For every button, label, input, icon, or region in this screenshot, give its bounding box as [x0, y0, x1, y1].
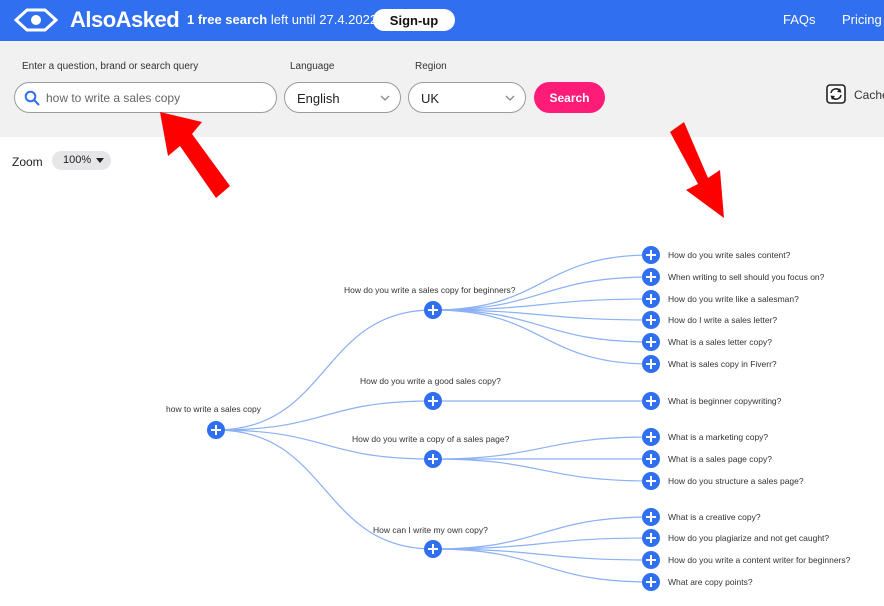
expand-plus-icon[interactable]	[642, 290, 660, 308]
language-label: Language	[290, 61, 335, 72]
expand-plus-icon[interactable]	[642, 551, 660, 569]
connector-b0-c0	[432, 254, 652, 311]
connector-root-b1	[215, 400, 434, 431]
tree-root-label: how to write a sales copy	[166, 404, 261, 414]
connector-root-b0	[215, 309, 434, 431]
child-question-label: What is a marketing copy?	[668, 432, 769, 442]
red-arrow-icon	[670, 122, 724, 218]
top-bar: AlsoAsked 1 free search left until 27.4.…	[0, 0, 884, 41]
branch-question-label: How can I write my own copy?	[373, 525, 488, 535]
child-question-label: What is a sales page copy?	[668, 454, 772, 464]
chevron-down-icon	[380, 95, 390, 101]
search-input[interactable]: how to write a sales copy	[14, 82, 277, 113]
child-question-label: How do I write a sales letter?	[668, 315, 778, 325]
region-select[interactable]: UK	[408, 82, 526, 113]
cache-refresh-icon[interactable]	[826, 84, 846, 104]
query-label: Enter a question, brand or search query	[22, 61, 199, 72]
child-question-label: When writing to sell should you focus on…	[668, 272, 825, 282]
nav-faqs-link[interactable]: FAQs	[783, 12, 816, 27]
expand-plus-icon[interactable]	[642, 355, 660, 373]
child-question-label: How do you write sales content?	[668, 250, 791, 260]
connector-b0-c2	[432, 298, 652, 311]
search-button[interactable]: Search	[534, 82, 605, 113]
expand-plus-icon[interactable]	[642, 311, 660, 329]
child-question-label: What are copy points?	[668, 577, 753, 587]
language-value: English	[297, 91, 340, 106]
region-value: UK	[421, 91, 440, 106]
connector-root-b3	[215, 429, 434, 550]
branch-question-label: How do you write a good sales copy?	[360, 376, 501, 386]
connector-b0-c4	[432, 309, 652, 343]
child-question-label: How do you write like a salesman?	[668, 294, 799, 304]
connector-b2-c2	[432, 458, 652, 482]
expand-plus-icon[interactable]	[642, 268, 660, 286]
language-select[interactable]: English	[284, 82, 401, 113]
connector-b0-c5	[432, 309, 652, 365]
branch-question-label: How do you write a copy of a sales page?	[352, 434, 510, 444]
nav-pricing-link[interactable]: Pricing	[842, 12, 882, 27]
expand-plus-icon[interactable]	[642, 428, 660, 446]
zoom-select[interactable]: 100%	[52, 151, 111, 170]
child-question-label: What is sales copy in Fiverr?	[668, 359, 777, 369]
child-question-label: What is a sales letter copy?	[668, 337, 772, 347]
region-label: Region	[415, 61, 447, 72]
expand-plus-icon[interactable]	[642, 472, 660, 490]
connector-b0-c3	[432, 309, 652, 321]
free-search-expiry: left until 27.4.2022	[267, 12, 378, 27]
child-question-label: How do you plagiarize and not get caught…	[668, 533, 830, 543]
cache-label[interactable]: Cache	[854, 88, 884, 102]
expand-plus-icon[interactable]	[642, 333, 660, 351]
chevron-down-icon	[505, 95, 515, 101]
connector-b0-c1	[432, 276, 652, 311]
expand-plus-icon[interactable]	[642, 529, 660, 547]
connector-b3-c1	[432, 537, 652, 550]
zoom-value: 100%	[63, 154, 92, 166]
expand-plus-icon[interactable]	[424, 540, 442, 558]
expand-plus-icon[interactable]	[207, 421, 225, 439]
connector-b2-c0	[432, 436, 652, 460]
expand-plus-icon[interactable]	[642, 573, 660, 591]
expand-plus-icon[interactable]	[642, 508, 660, 526]
expand-plus-icon[interactable]	[642, 392, 660, 410]
caret-down-icon	[96, 158, 104, 163]
expand-plus-icon[interactable]	[424, 392, 442, 410]
expand-plus-icon[interactable]	[642, 246, 660, 264]
connector-b3-c2	[432, 548, 652, 561]
free-search-notice: 1 free search left until 27.4.2022	[187, 12, 377, 27]
connector-b3-c0	[432, 516, 652, 550]
child-question-label: What is a creative copy?	[668, 512, 761, 522]
child-question-label: How do you structure a sales page?	[668, 476, 804, 486]
search-input-value: how to write a sales copy	[46, 91, 181, 105]
child-question-label: How do you write a content writer for be…	[668, 555, 851, 565]
signup-button[interactable]: Sign-up	[373, 9, 455, 31]
free-search-count: 1 free search	[187, 12, 268, 27]
red-arrow-icon	[160, 112, 230, 198]
connector-b3-c3	[432, 548, 652, 583]
zoom-label: Zoom	[12, 155, 43, 169]
alsoasked-logo-icon[interactable]	[14, 8, 58, 32]
expand-plus-icon[interactable]	[642, 450, 660, 468]
branch-question-label: How do you write a sales copy for beginn…	[344, 285, 516, 295]
search-icon	[24, 90, 40, 106]
brand-name[interactable]: AlsoAsked	[70, 7, 180, 32]
child-question-label: What is beginner copywriting?	[668, 396, 782, 406]
expand-plus-icon[interactable]	[424, 301, 442, 319]
expand-plus-icon[interactable]	[424, 450, 442, 468]
connector-root-b2	[215, 429, 434, 460]
